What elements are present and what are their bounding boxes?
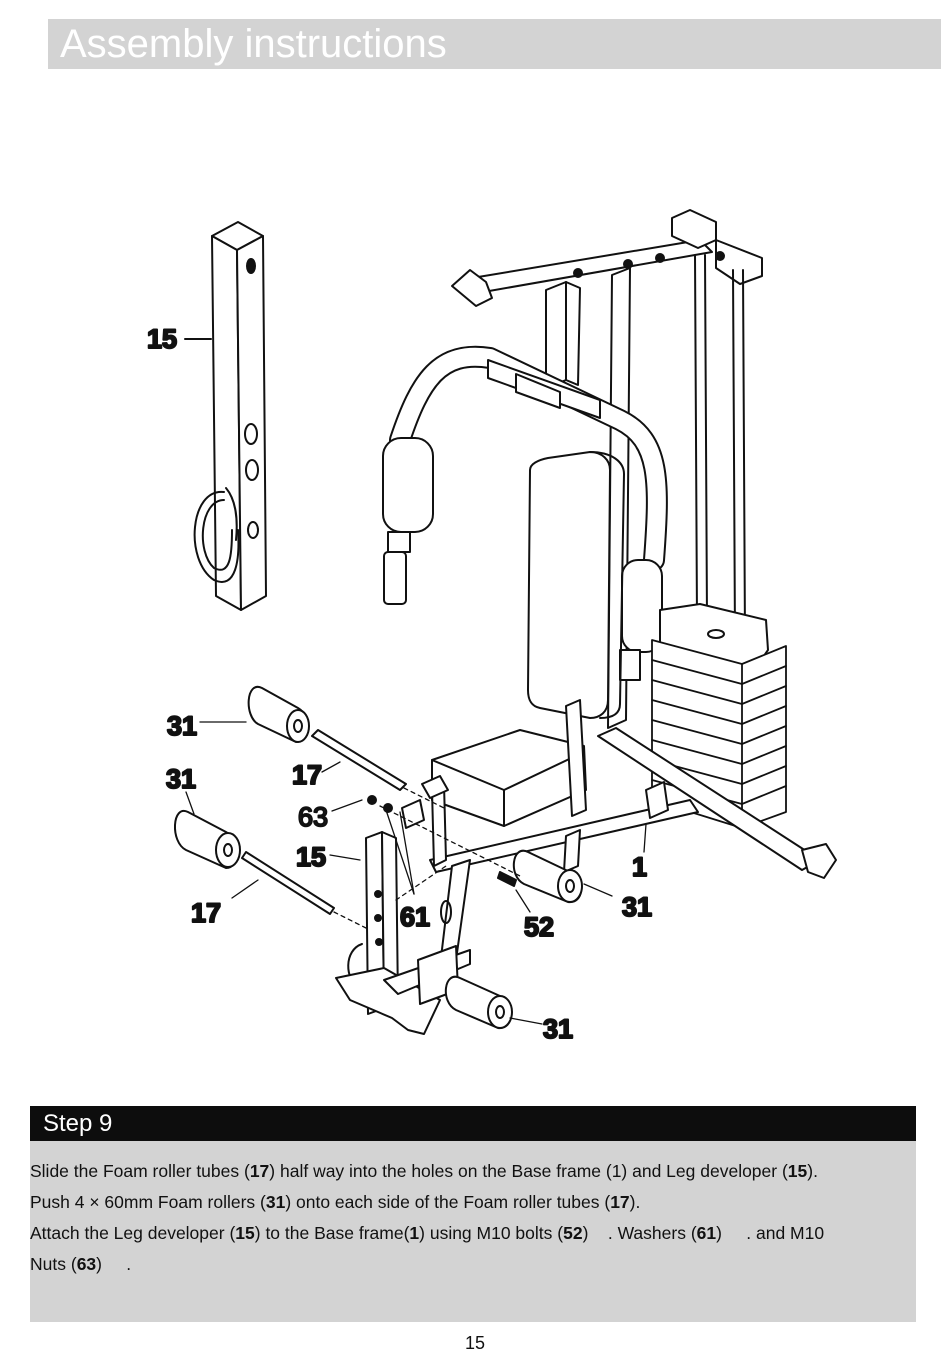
part-number: 31 [265,1192,286,1212]
part-number: 17 [249,1161,270,1181]
callout-17-a: 17 [292,760,322,790]
foam-roller-4 [444,975,513,1030]
part-number: 15 [235,1223,255,1243]
text-span: ) using M10 bolts ( [419,1223,564,1243]
foam-roller-1 [247,685,310,743]
assembly-diagram: 15 31 31 17 63 15 17 61 52 1 31 31 [0,190,950,1050]
text-span: ) . Washers ( [582,1223,697,1243]
assembly-guides [333,787,521,929]
callout-1: 1 [632,852,647,882]
part-number: 52 [563,1223,583,1243]
instruction-line-3: Attach the Leg developer (15) to the Bas… [30,1218,910,1249]
part-number: 61 [696,1223,717,1243]
callout-31-c: 31 [622,892,652,922]
text-span: ) half way into the holes on the Base fr… [269,1161,788,1181]
callout-31-d: 31 [543,1014,573,1044]
text-span: ) to the Base frame( [254,1223,410,1243]
callout-15-top: 15 [147,324,177,354]
callout-31-b: 31 [166,764,196,794]
text-span: Push 4 × 60mm Foam rollers ( [30,1192,266,1212]
header-bar: Assembly instructions [48,19,941,69]
step-instructions: Slide the Foam roller tubes (17) half wa… [30,1156,910,1280]
step-header-bar: Step 9 [30,1106,916,1141]
part-number: 1 [409,1223,420,1243]
part-number: 17 [610,1192,630,1212]
text-span: ) . [96,1254,132,1274]
text-span: Nuts ( [30,1254,77,1274]
text-span: ) . and M10 [716,1223,825,1243]
leg-developer-part [193,221,267,611]
callout-17-b: 17 [191,898,221,928]
page-title: Assembly instructions [60,22,447,66]
step-panel: Step 9 Slide the Foam roller tubes (17) … [30,1106,916,1322]
text-span: Slide the Foam roller tubes ( [30,1161,250,1181]
step-title: Step 9 [43,1110,113,1137]
callout-52: 52 [524,912,554,942]
page-number: 15 [464,1333,486,1353]
callout-61: 61 [400,902,430,932]
text-span: ) onto each side of the Foam roller tube… [285,1192,611,1212]
foam-roller-3 [512,849,583,904]
foam-roller-2 [173,809,241,869]
roller-tube-1 [311,729,407,791]
bolt-52 [497,871,517,887]
callout-15-mid: 15 [296,842,326,872]
instruction-line-4: Nuts (63) . [30,1249,910,1280]
text-span: ). [629,1192,641,1212]
instruction-line-1: Slide the Foam roller tubes (17) half wa… [30,1156,910,1187]
callout-31-a: 31 [167,711,197,741]
leader-lines [185,721,647,1025]
text-span: ). [807,1161,818,1181]
assembly-drawing: 15 31 31 17 63 15 17 61 52 1 31 31 [146,209,837,1045]
nut-63 [367,795,377,805]
part-number: 15 [787,1161,808,1181]
instruction-line-2: Push 4 × 60mm Foam rollers (31) onto eac… [30,1187,910,1218]
part-number: 63 [76,1254,97,1274]
text-span: Attach the Leg developer ( [30,1223,236,1243]
roller-tube-2 [241,851,335,915]
callout-63: 63 [298,802,328,832]
